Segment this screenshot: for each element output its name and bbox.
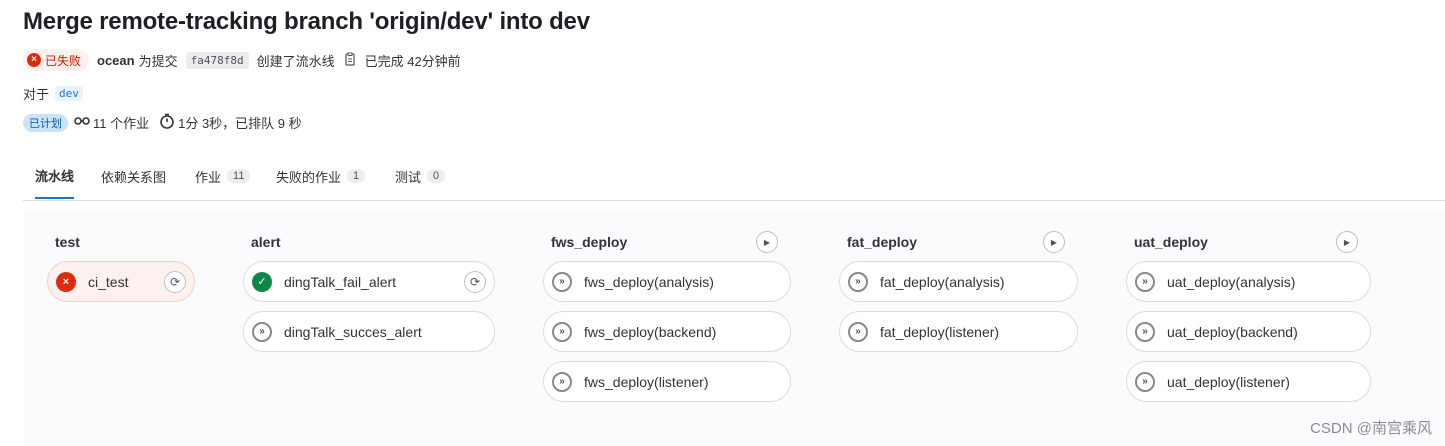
tab-tests[interactable]: 测试 0 bbox=[395, 153, 446, 199]
job-name: uat_deploy(listener) bbox=[1167, 373, 1290, 390]
job-dingtalk-fail-alert[interactable]: ✓ dingTalk_fail_alert ⟳ bbox=[243, 261, 495, 302]
job-name: uat_deploy(analysis) bbox=[1167, 273, 1296, 290]
retry-icon[interactable]: ⟳ bbox=[164, 271, 186, 293]
tab-dependency-graph[interactable]: 依赖关系图 bbox=[101, 153, 166, 199]
scheduled-badge: 已计划 bbox=[23, 113, 68, 132]
tab-label: 作业 bbox=[195, 169, 222, 185]
check-circle-icon: ✓ bbox=[252, 271, 272, 292]
tab-label: 失败的作业 bbox=[276, 169, 342, 185]
job-name: ci_test bbox=[88, 273, 129, 290]
play-icon[interactable]: ▶ bbox=[1336, 231, 1358, 253]
pipeline-title: Merge remote-tracking branch 'origin/dev… bbox=[23, 8, 590, 35]
tab-pipeline[interactable]: 流水线 bbox=[35, 153, 75, 199]
for-ref-text: 对于 bbox=[23, 87, 50, 102]
watermark: CSDN @南宫乘风 bbox=[1310, 420, 1432, 437]
retry-icon[interactable]: ⟳ bbox=[464, 271, 486, 293]
job-name: uat_deploy(backend) bbox=[1167, 323, 1298, 340]
job-name: fws_deploy(backend) bbox=[584, 323, 717, 340]
manual-play-icon: » bbox=[1135, 371, 1155, 392]
timer-icon bbox=[159, 113, 175, 132]
close-circle-icon: × bbox=[27, 53, 41, 67]
ref-link[interactable]: dev bbox=[55, 86, 83, 101]
job-uat-deploy-listener[interactable]: » uat_deploy(listener) bbox=[1126, 361, 1371, 402]
pipeline-tabs: 流水线 依赖关系图 作业 11 失败的作业 1 测试 0 bbox=[23, 153, 1445, 201]
job-fat-deploy-analysis[interactable]: » fat_deploy(analysis) bbox=[839, 261, 1078, 302]
manual-play-icon: » bbox=[848, 321, 868, 342]
manual-play-icon: » bbox=[252, 321, 272, 342]
stage-title-fat-deploy: fat_deploy bbox=[847, 234, 918, 250]
created-text: 创建了流水线 bbox=[256, 53, 335, 69]
job-fws-deploy-analysis[interactable]: » fws_deploy(analysis) bbox=[543, 261, 791, 302]
jobs-count: 11 个作业 bbox=[74, 113, 149, 132]
manual-play-icon: » bbox=[552, 271, 572, 292]
jobs-count-text: 11 个作业 bbox=[93, 116, 150, 131]
manual-play-icon: » bbox=[552, 321, 572, 342]
job-name: fat_deploy(analysis) bbox=[880, 273, 1005, 290]
job-name: fws_deploy(analysis) bbox=[584, 273, 714, 290]
duration-text: 1分 3秒，已排队 9 秒 bbox=[178, 116, 302, 131]
pipeline-graph: test × ci_test ⟳ alert ✓ dingTalk_fail_a… bbox=[23, 210, 1445, 446]
copy-clipboard-icon[interactable] bbox=[343, 52, 357, 69]
job-uat-deploy-backend[interactable]: » uat_deploy(backend) bbox=[1126, 311, 1371, 352]
job-ci-test[interactable]: × ci_test ⟳ bbox=[47, 261, 195, 302]
job-fws-deploy-backend[interactable]: » fws_deploy(backend) bbox=[543, 311, 791, 352]
finished-text: 已完成 42分钟前 bbox=[364, 53, 461, 69]
author-link[interactable]: ocean bbox=[97, 52, 135, 68]
pipeline-info-row: × 已失败 ocean 为提交 fa478f8d 创建了流水线 已完成 42分钟… bbox=[23, 49, 461, 71]
status-label: 已失败 bbox=[45, 53, 82, 68]
play-icon[interactable]: ▶ bbox=[1043, 231, 1065, 253]
duration: 1分 3秒，已排队 9 秒 bbox=[159, 113, 302, 132]
job-name: dingTalk_fail_alert bbox=[284, 273, 397, 290]
play-icon[interactable]: ▶ bbox=[756, 231, 778, 253]
ref-row: 对于 dev bbox=[23, 84, 83, 103]
job-uat-deploy-analysis[interactable]: » uat_deploy(analysis) bbox=[1126, 261, 1371, 302]
tab-label: 流水线 bbox=[35, 168, 75, 184]
manual-play-icon: » bbox=[848, 271, 868, 292]
manual-play-icon: » bbox=[1135, 271, 1155, 292]
job-name: fat_deploy(listener) bbox=[880, 323, 1000, 340]
job-name: fws_deploy(listener) bbox=[584, 373, 709, 390]
pipeline-icon bbox=[74, 115, 90, 130]
close-circle-icon: × bbox=[56, 271, 76, 292]
job-fat-deploy-listener[interactable]: » fat_deploy(listener) bbox=[839, 311, 1078, 352]
tab-label: 测试 bbox=[395, 169, 422, 185]
commit-sha-link[interactable]: fa478f8d bbox=[185, 51, 249, 69]
manual-play-icon: » bbox=[1135, 321, 1155, 342]
stage-title-test: test bbox=[55, 234, 80, 250]
job-fws-deploy-listener[interactable]: » fws_deploy(listener) bbox=[543, 361, 791, 402]
tab-label: 依赖关系图 bbox=[101, 169, 167, 185]
status-badge-failed[interactable]: × 已失败 bbox=[23, 49, 90, 71]
stage-title-fws-deploy: fws_deploy bbox=[551, 234, 628, 250]
stage-title-uat-deploy: uat_deploy bbox=[1134, 234, 1208, 250]
tab-count: 11 bbox=[227, 169, 251, 183]
for-commit-text: 为提交 bbox=[138, 53, 178, 69]
job-dingtalk-succes-alert[interactable]: » dingTalk_succes_alert bbox=[243, 311, 495, 352]
stage-title-alert: alert bbox=[251, 234, 281, 250]
tab-failed-jobs[interactable]: 失败的作业 1 bbox=[276, 153, 366, 199]
tab-count: 0 bbox=[427, 169, 446, 183]
job-name: dingTalk_succes_alert bbox=[284, 323, 422, 340]
tab-count: 1 bbox=[347, 169, 366, 183]
manual-play-icon: » bbox=[552, 371, 572, 392]
tab-jobs[interactable]: 作业 11 bbox=[195, 153, 251, 199]
pipeline-meta-row: 已计划 11 个作业 1分 3秒，已排队 9 秒 bbox=[23, 113, 302, 132]
